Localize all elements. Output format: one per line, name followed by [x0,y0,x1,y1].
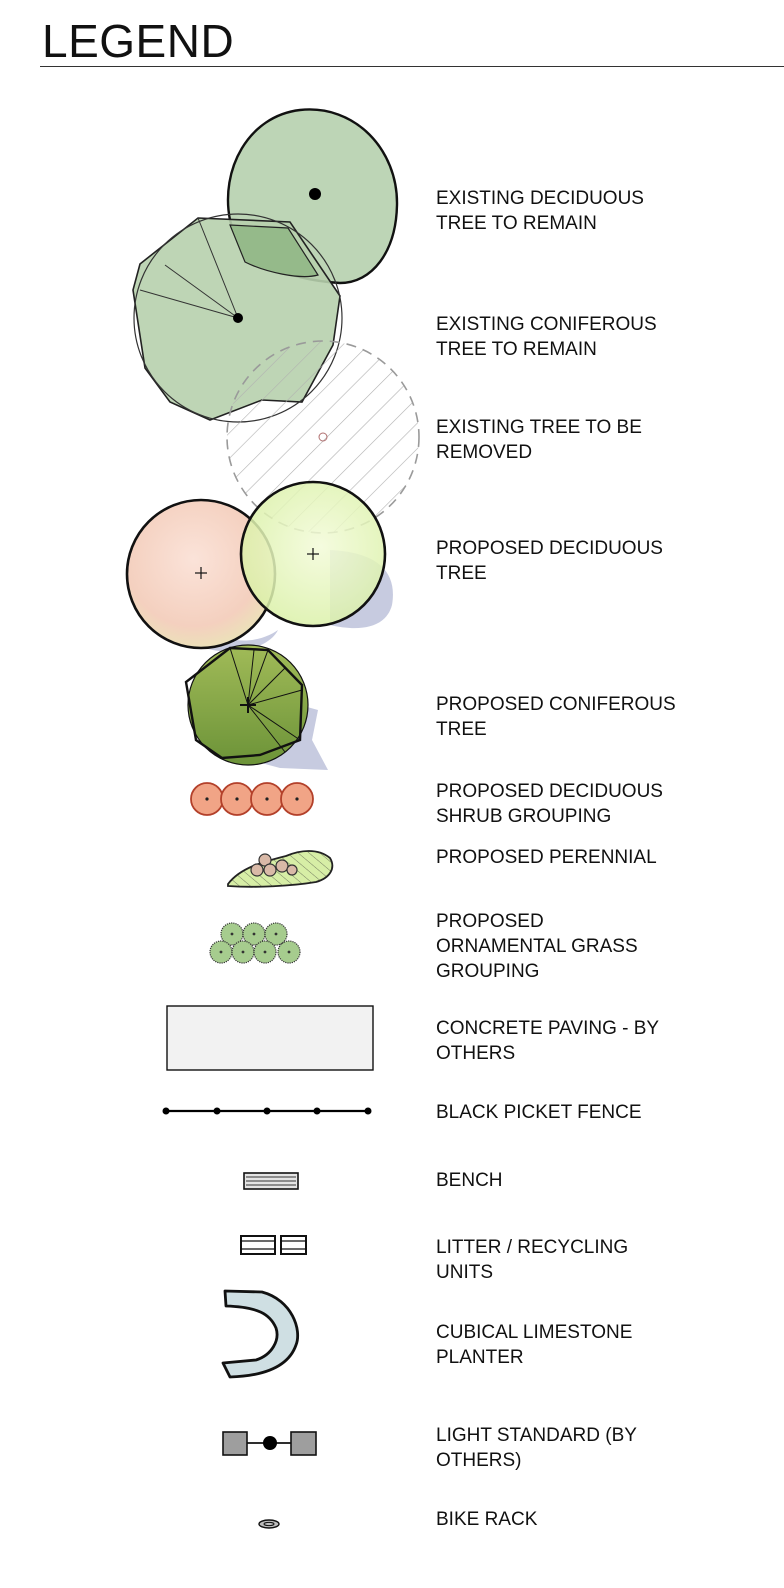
concrete-paving-swatch [166,1005,374,1071]
label-proposed-coniferous: PROPOSED CONIFEROUS TREE [436,694,676,740]
limestone-planter-symbol [221,1289,299,1379]
label-picket-fence: BLACK PICKET FENCE [436,1102,642,1123]
label-perennial: PROPOSED PERENNIAL [436,847,657,868]
bike-rack-symbol [258,1519,280,1529]
label-concrete-paving: CONCRETE PAVING - BY OTHERS [436,1018,660,1064]
picket-fence-symbol [162,1107,372,1115]
label-tree-removed: EXISTING TREE TO BE REMOVED [436,417,642,463]
title-divider [40,66,784,67]
label-light-standard: LIGHT STANDARD (BY OTHERS) [436,1425,637,1471]
label-bike-rack: BIKE RACK [436,1509,538,1530]
existing-coniferous-trunk [233,313,243,323]
label-existing-coniferous: EXISTING CONIFEROUS TREE TO REMAIN [436,314,657,360]
label-bench: BENCH [436,1170,503,1191]
perennial-symbol [227,850,334,888]
tree-removed-hatch [226,340,420,534]
label-existing-deciduous: EXISTING DECIDUOUS TREE TO REMAIN [436,188,644,234]
ornamental-grass-symbol [209,922,301,964]
existing-deciduous-trunk [309,188,321,200]
label-ornamental-grass: PROPOSED ORNAMENTAL GRASS GROUPING [436,911,638,982]
shrub-grouping-symbol [190,782,314,816]
proposed-deciduous-tree-symbol [125,480,393,652]
light-standard-symbol [222,1431,317,1456]
litter-recycling-symbol [240,1235,307,1255]
legend-title: LEGEND [42,15,235,67]
proposed-coniferous-tree-symbol [184,644,328,770]
bench-symbol [243,1172,299,1190]
canopy-overlap [229,224,319,278]
tree-removed-center [318,432,328,442]
proposed-coniferous-outline [184,646,304,760]
label-limestone-planter: CUBICAL LIMESTONE PLANTER [436,1322,633,1368]
label-proposed-deciduous: PROPOSED DECIDUOUS TREE [436,538,663,584]
label-shrub-grouping: PROPOSED DECIDUOUS SHRUB GROUPING [436,781,663,827]
tree-removed-symbol [226,340,420,534]
label-litter-recycling: LITTER / RECYCLING UNITS [436,1237,629,1283]
